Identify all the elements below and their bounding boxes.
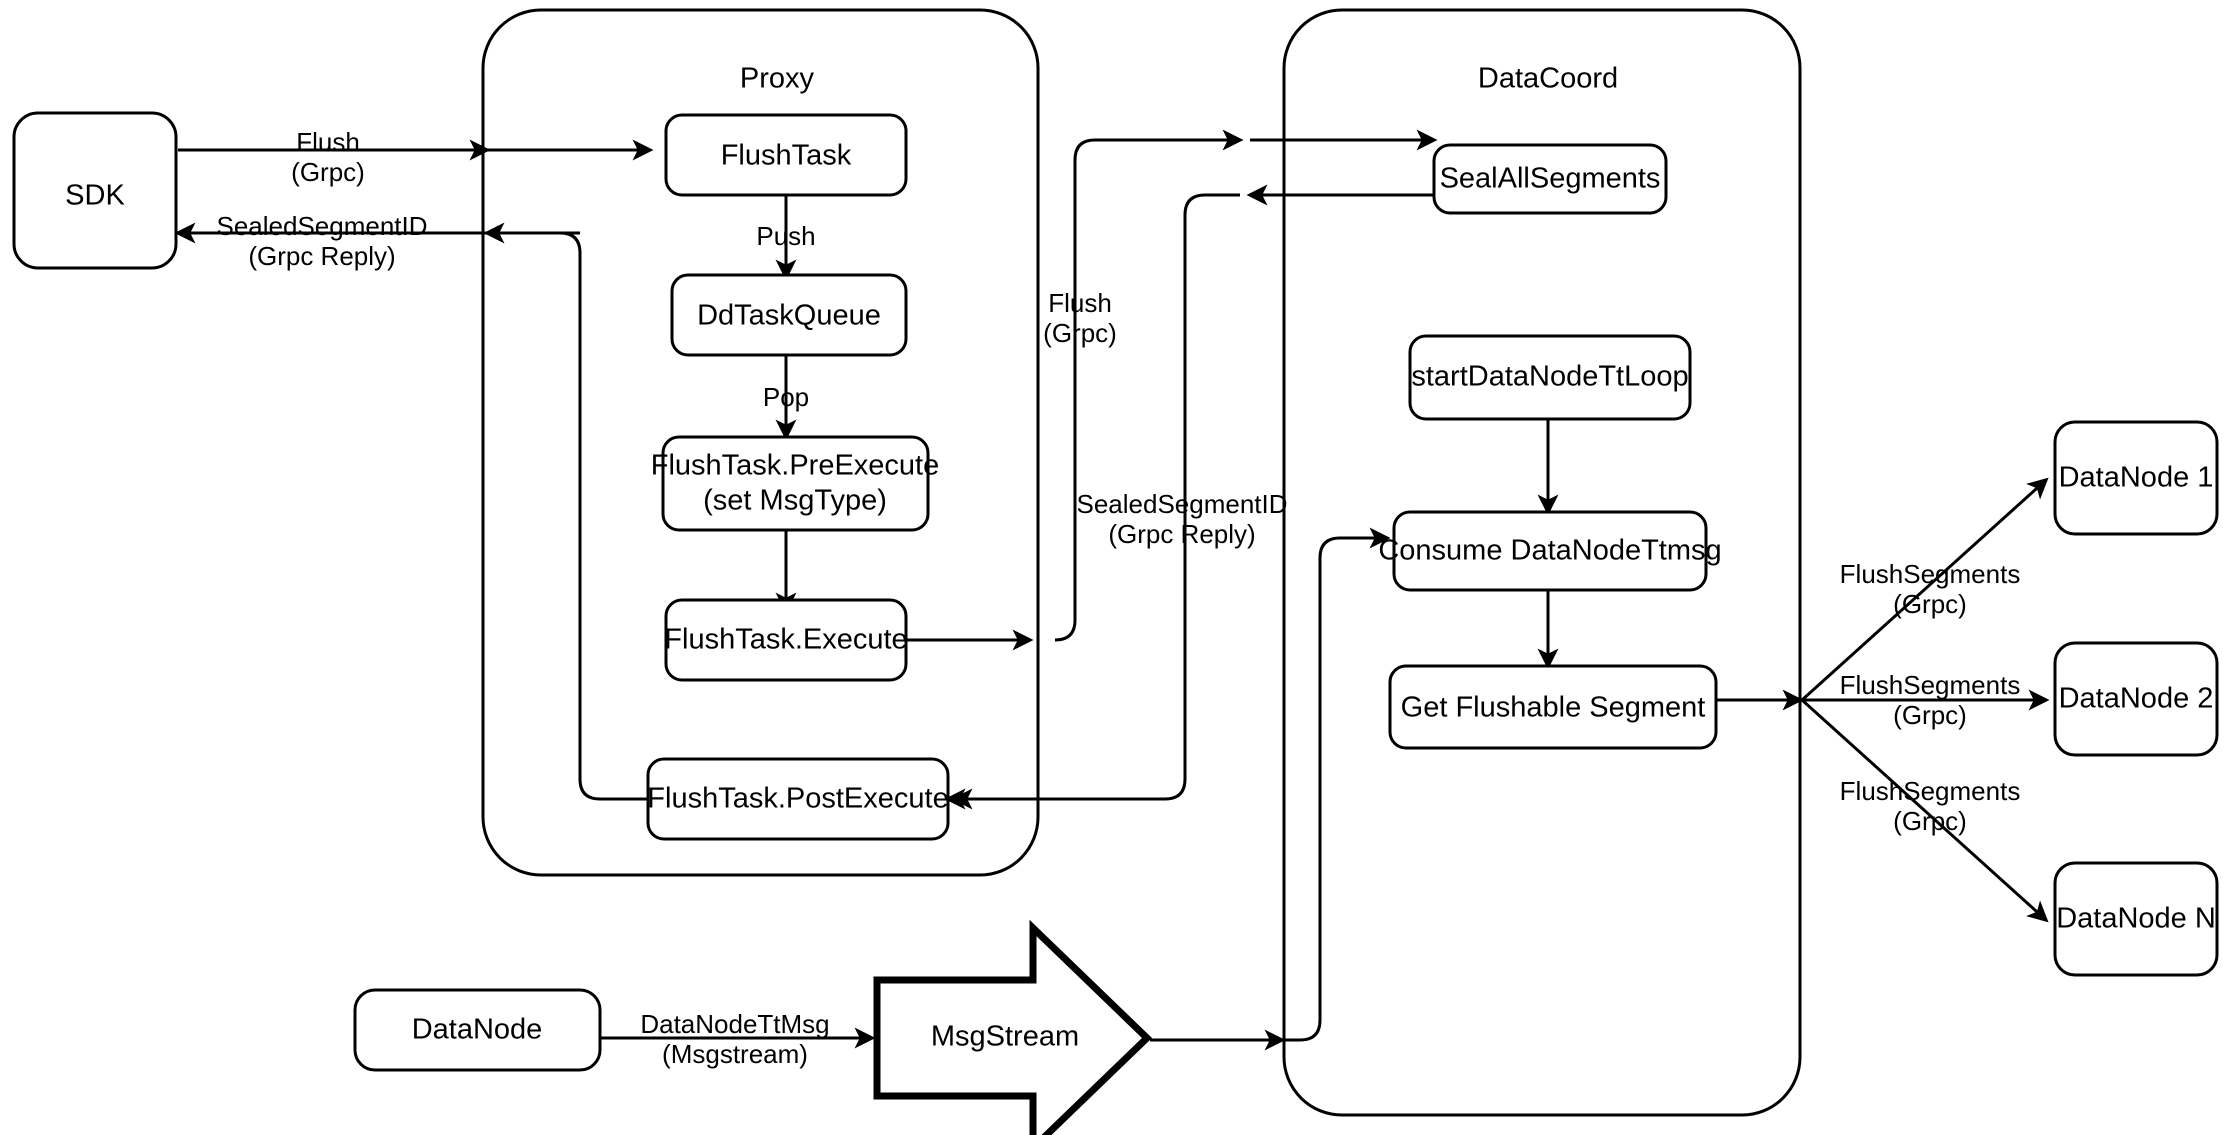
node-msgstream[interactable] [873, 919, 1153, 1135]
edge-label-flushsegments-1-line2: (Grpc) [1893, 589, 1967, 619]
node-datanode-n[interactable] [2053, 861, 2219, 977]
node-datanode-2[interactable] [2053, 641, 2219, 757]
node-consume-datanodettmsg-label: Consume DataNodeTtmsg [1378, 535, 1721, 567]
node-flushtask-label: FlushTask [721, 140, 852, 172]
node-sdk-label: SDK [65, 180, 125, 212]
node-datanode-1-label: DataNode 1 [2059, 462, 2214, 494]
node-flushtask-preexecute-label-line2: (set MsgType) [703, 485, 887, 517]
node-flushtask-preexecute[interactable] [661, 435, 930, 532]
edge-label-flushsegments-n-line1: FlushSegments [1840, 776, 2021, 806]
node-flushtask-execute[interactable] [664, 598, 908, 682]
node-sealallsegments-label: SealAllSegments [1440, 163, 1661, 195]
edge-label-flush-grpc-line1: Flush [296, 127, 360, 157]
node-datanode-1[interactable] [2053, 420, 2219, 536]
edge-label-flush-grpc-line2: (Grpc) [291, 157, 365, 187]
edge-label-push: Push [756, 221, 815, 251]
node-flushtask-postexecute-label: FlushTask.PostExecute [647, 783, 948, 815]
edge-label-dc-sealedsegmentid-line1: SealedSegmentID [1076, 489, 1287, 519]
node-flushtask-preexecute-label-line1: FlushTask.PreExecute [651, 450, 940, 482]
node-flushtask[interactable] [664, 113, 908, 197]
node-ddtaskqueue[interactable] [670, 273, 908, 357]
node-datanode-source-label: DataNode [412, 1014, 543, 1046]
node-datanode-n-label: DataNode N [2056, 903, 2216, 935]
edge-label-sealedsegmentid-reply-line2: (Grpc Reply) [248, 241, 395, 271]
node-startdatanodettloop[interactable] [1408, 334, 1692, 421]
node-msgstream-label: MsgStream [931, 1021, 1079, 1053]
edge-msgstream-rail-to-consume [1282, 527, 1391, 1042]
edge-label-datanodettmsg-line1: DataNodeTtMsg [640, 1009, 829, 1039]
edge-label-flushsegments-1-line1: FlushSegments [1840, 559, 2021, 589]
node-startdatanodettloop-label: startDataNodeTtLoop [1411, 361, 1688, 393]
datacoord-container-label: DataCoord [1478, 63, 1618, 95]
node-ddtaskqueue-label: DdTaskQueue [697, 300, 881, 332]
edge-label-flushsegments-n-line2: (Grpc) [1893, 806, 1967, 836]
node-datanode-2-label: DataNode 2 [2059, 683, 2214, 715]
edge-label-datanodettmsg-line2: (Msgstream) [662, 1039, 808, 1069]
edge-label-proxy-flush-grpc-line2: (Grpc) [1043, 318, 1117, 348]
edge-execute-rail-up [1054, 129, 1244, 642]
edge-postexecute-to-sdk [559, 231, 648, 801]
node-get-flushable-segment[interactable] [1388, 664, 1718, 750]
proxy-container-label: Proxy [740, 63, 815, 95]
edge-label-proxy-flush-grpc-line1: Flush [1048, 288, 1112, 318]
node-sealallsegments[interactable] [1432, 143, 1668, 215]
edge-label-flushsegments-2-line1: FlushSegments [1840, 670, 2021, 700]
edge-reply-rail-down [951, 193, 1240, 810]
edge-hub-to-datanode-n [1800, 698, 2049, 923]
node-get-flushable-segment-label: Get Flushable Segment [1401, 692, 1706, 724]
edge-label-flushsegments-2-line2: (Grpc) [1893, 700, 1967, 730]
node-flushtask-postexecute[interactable] [646, 757, 950, 841]
node-flushtask-execute-label: FlushTask.Execute [664, 624, 907, 656]
node-sdk[interactable] [12, 111, 178, 270]
edge-label-dc-sealedsegmentid-line2: (Grpc Reply) [1108, 519, 1255, 549]
node-consume-datanodettmsg[interactable] [1392, 510, 1708, 592]
edge-hub-to-datanode-1 [1800, 477, 2049, 702]
edge-label-sealedsegmentid-reply-line1: SealedSegmentID [216, 211, 427, 241]
node-datanode-source[interactable] [353, 988, 602, 1072]
edge-label-pop: Pop [763, 382, 809, 412]
